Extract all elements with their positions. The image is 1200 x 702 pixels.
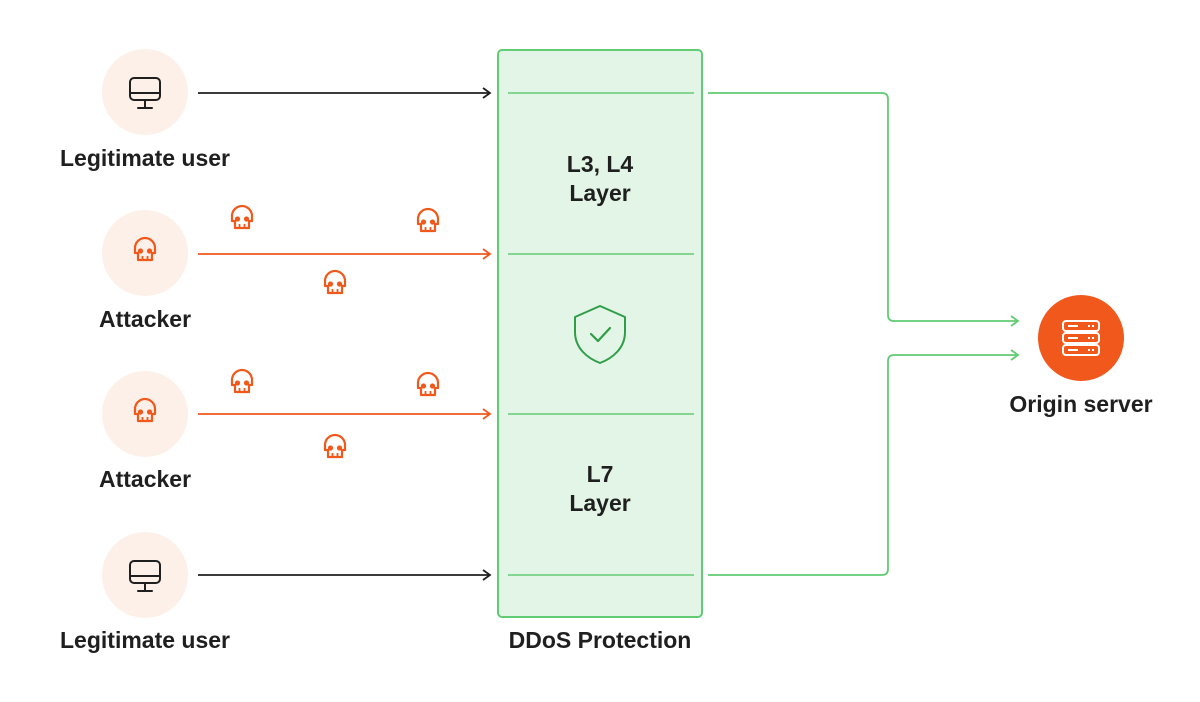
source-label: Legitimate user bbox=[60, 145, 230, 171]
source-node-3 bbox=[102, 371, 188, 457]
layer-top-line1: L3, L4 bbox=[566, 151, 634, 177]
server-icon bbox=[1062, 320, 1100, 356]
origin-server-node bbox=[1038, 295, 1124, 381]
source-node-2 bbox=[102, 210, 188, 296]
layer-bottom-line2: Layer bbox=[569, 490, 631, 516]
source-label: Attacker bbox=[98, 306, 192, 332]
layer-bottom-line1: L7 bbox=[586, 461, 614, 487]
skull-icon bbox=[323, 433, 347, 459]
source-node-4 bbox=[102, 532, 188, 618]
skull-icon bbox=[230, 204, 254, 230]
source-label: Legitimate user bbox=[60, 627, 230, 653]
skull-icon bbox=[323, 269, 347, 295]
layer-top-line2: Layer bbox=[569, 180, 631, 206]
origin-server-label: Origin server bbox=[1009, 391, 1153, 417]
source-node-1 bbox=[102, 49, 188, 135]
skull-icon bbox=[416, 371, 440, 397]
source-label: Attacker bbox=[98, 466, 192, 492]
skull-icon bbox=[230, 368, 254, 394]
skull-icon bbox=[416, 207, 440, 233]
clean-traffic-line bbox=[708, 349, 1020, 576]
shield-check-icon bbox=[574, 305, 626, 364]
protection-box bbox=[497, 49, 703, 618]
clean-traffic-line bbox=[708, 92, 1020, 327]
protection-label: DDoS Protection bbox=[508, 627, 692, 653]
